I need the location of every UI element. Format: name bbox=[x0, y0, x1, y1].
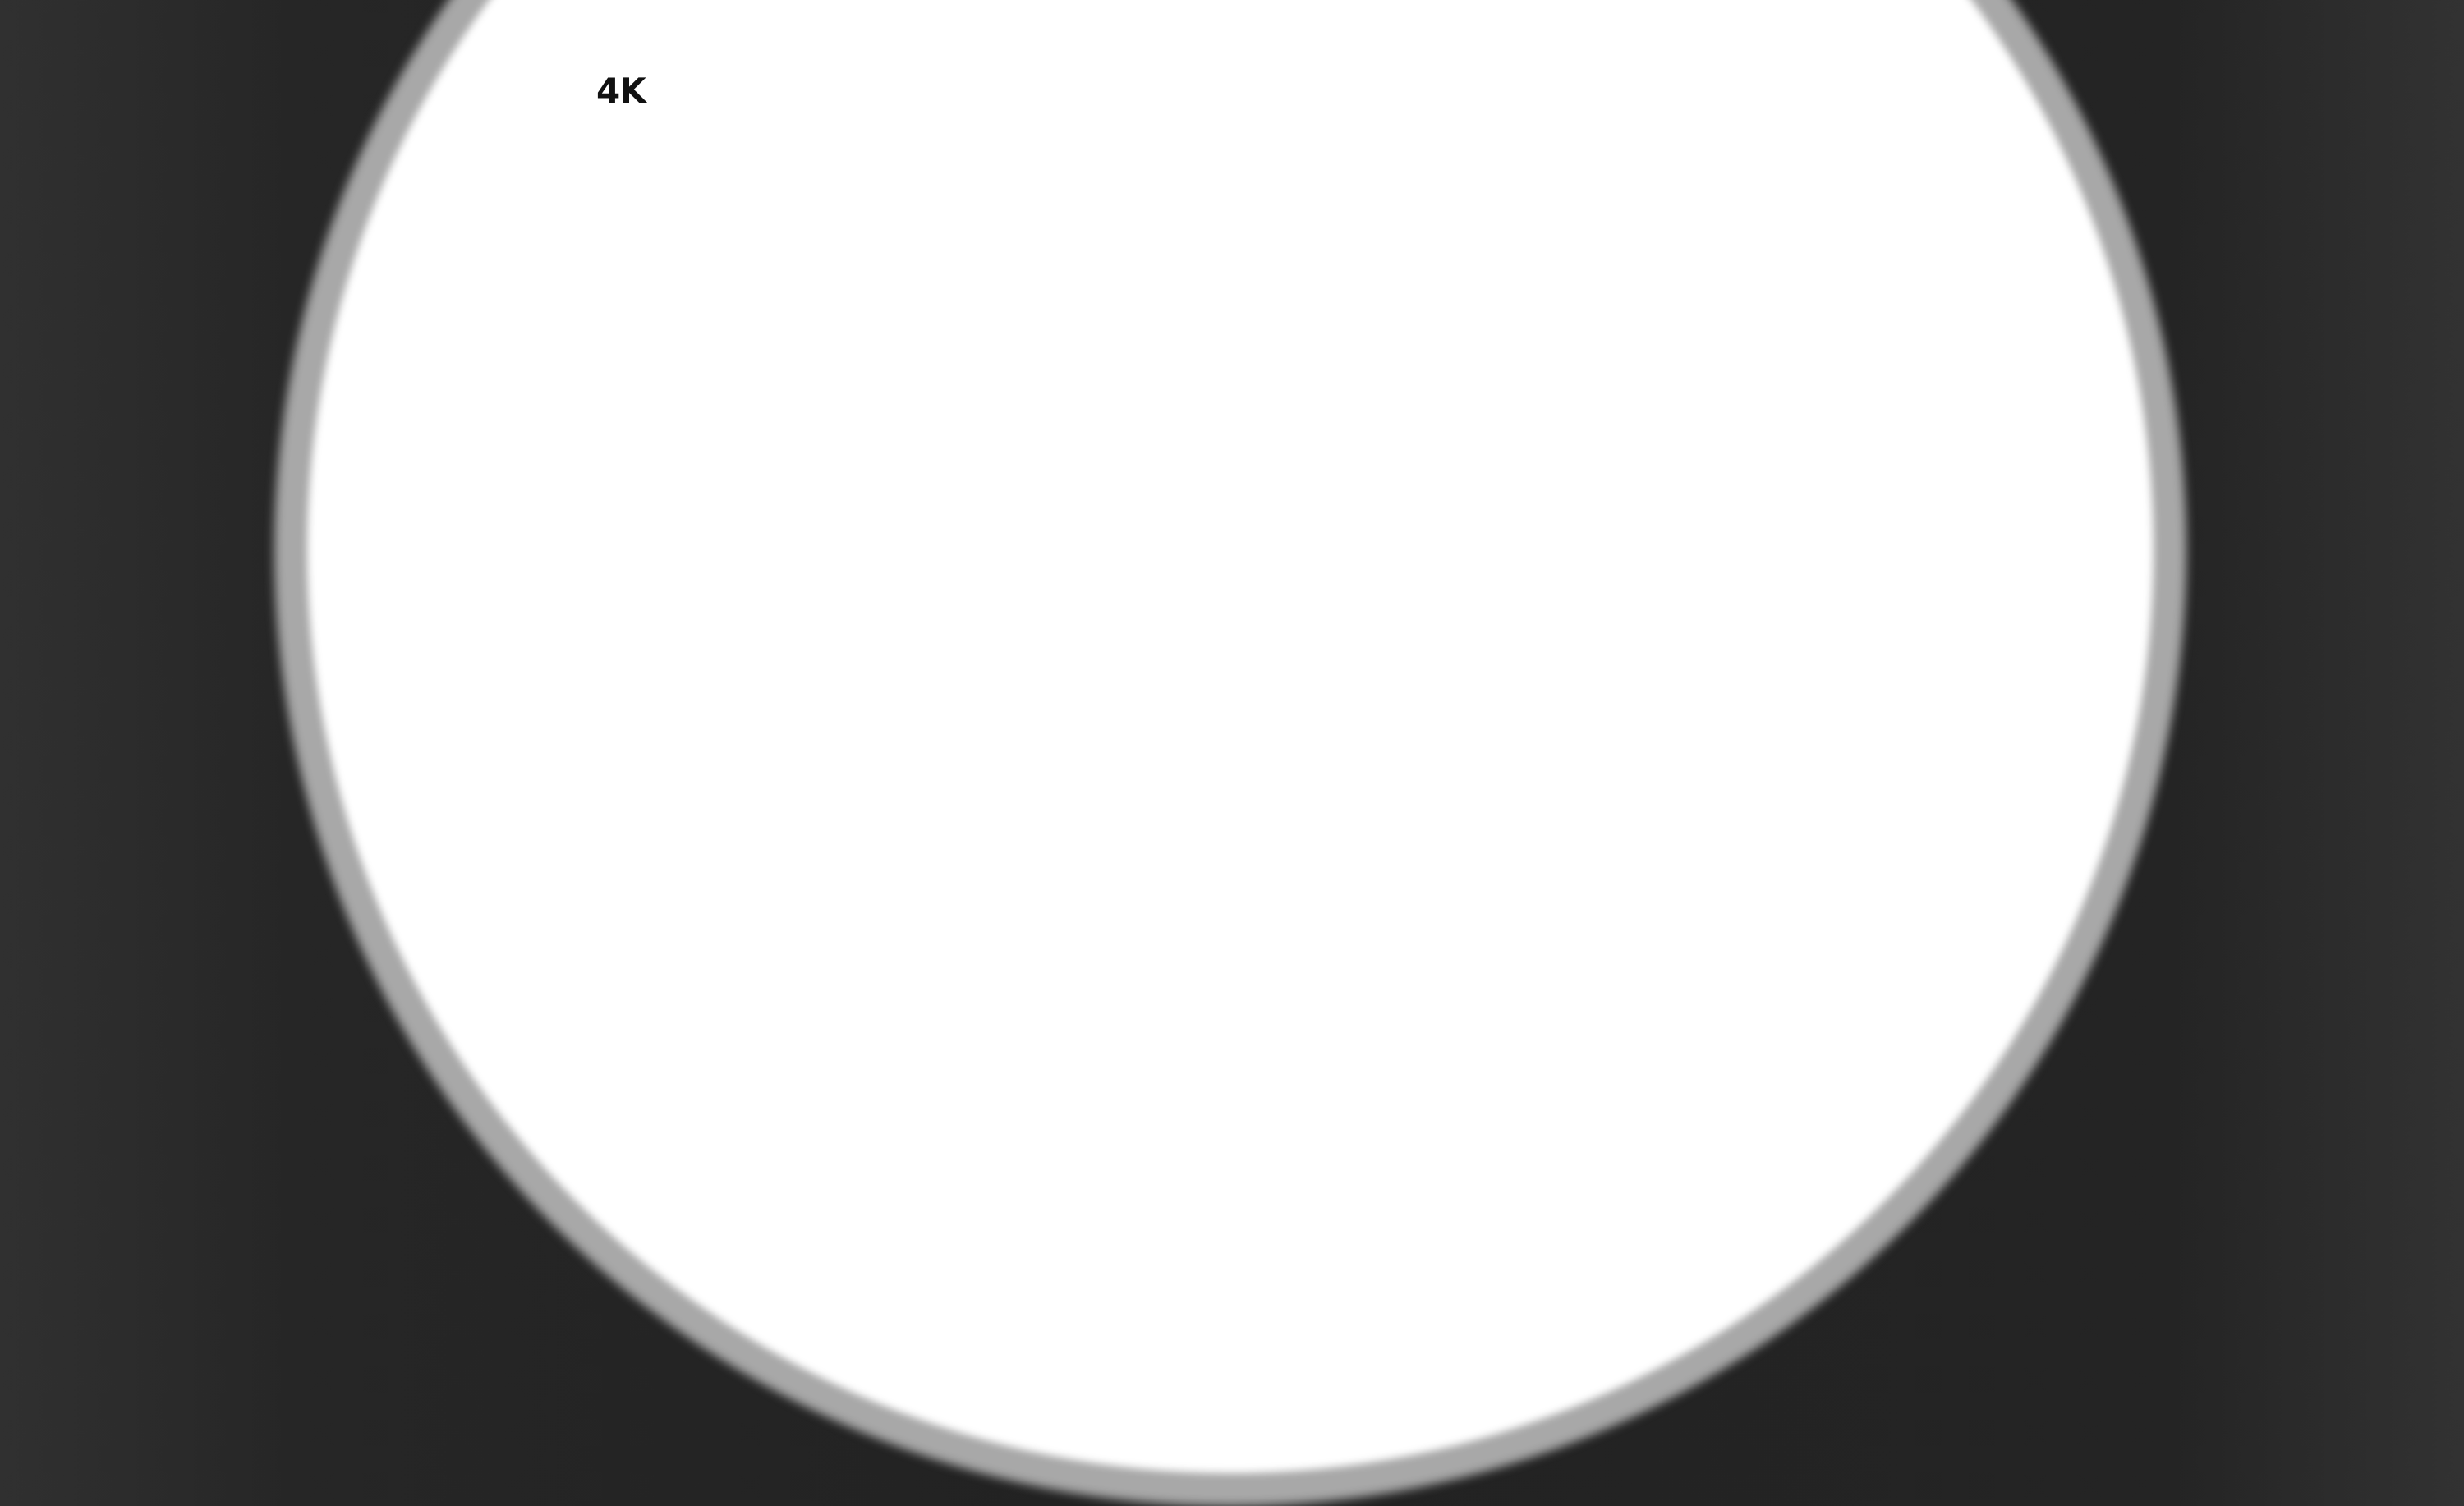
resolution-label: 4K bbox=[596, 71, 646, 111]
